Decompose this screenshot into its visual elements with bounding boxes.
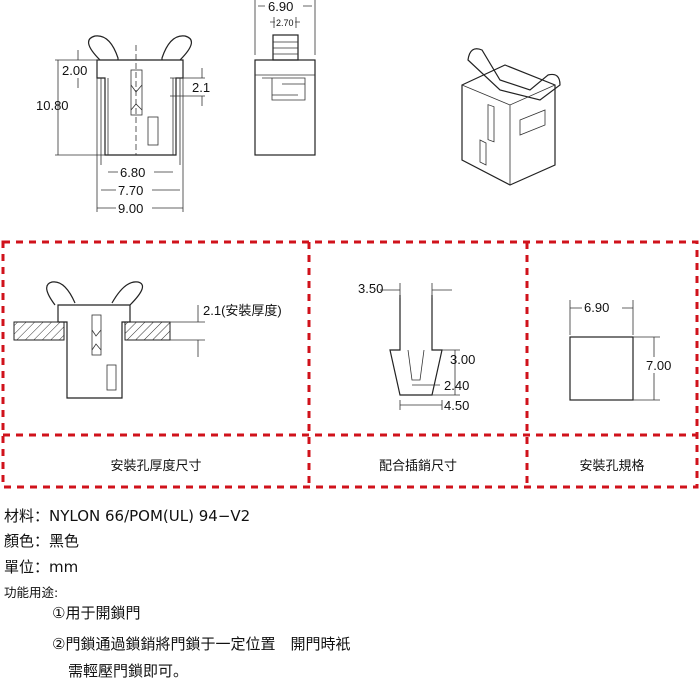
spec-material: 材料：NYLON 66/POM(UL) 94−V2: [4, 507, 251, 525]
caption-install-hole: 安裝孔厚度尺寸: [110, 459, 202, 474]
spec-function-label: 功能用途:: [4, 585, 59, 600]
dim-7-70: 7.70: [118, 183, 143, 198]
function-item-1: ①用于開鎖門: [52, 604, 141, 622]
isometric-view: [461, 48, 561, 186]
dim-2-00: 2.00: [62, 63, 87, 78]
section-grid: [1, 240, 699, 489]
pin-view: 3.50 3.00 2.40 4.50: [358, 281, 475, 413]
side-view: 6.90 2.70: [254, 0, 316, 156]
dim-10-80: 10.80: [36, 98, 69, 113]
caption-pin: 配合插銷尺寸: [378, 459, 457, 474]
dim-hole-7-00: 7.00: [646, 358, 671, 373]
function-item-2: ②門鎖通過鎖銷將門鎖于一定位置 開門時衹: [52, 635, 351, 653]
dim-9-00: 9.00: [118, 201, 143, 216]
dim-6-80: 6.80: [120, 165, 145, 180]
spec-color: 顏色：黑色: [4, 532, 80, 550]
dim-6-90: 6.90: [268, 0, 293, 14]
dim-3-50: 3.50: [358, 281, 383, 296]
dim-2-70: 2.70: [276, 18, 294, 28]
caption-hole-spec: 安裝孔規格: [579, 459, 645, 474]
spec-unit: 單位：mm: [4, 558, 79, 576]
dim-hole-6-90: 6.90: [584, 300, 609, 315]
dim-2-1: 2.1: [192, 80, 210, 95]
front-view: 2.00 10.80 2.1 6.80 7.70 9.00: [36, 35, 210, 216]
dim-3-00: 3.00: [450, 352, 475, 367]
install-view: 2.1(安裝厚度): [13, 281, 282, 399]
hole-view: 6.90 7.00: [569, 300, 680, 401]
dim-2-40: 2.40: [444, 378, 469, 393]
dim-install-thickness: 2.1(安裝厚度): [203, 303, 282, 318]
dim-4-50: 4.50: [444, 398, 469, 413]
function-item-2-cont: 需輕壓門鎖即可。: [68, 662, 189, 680]
